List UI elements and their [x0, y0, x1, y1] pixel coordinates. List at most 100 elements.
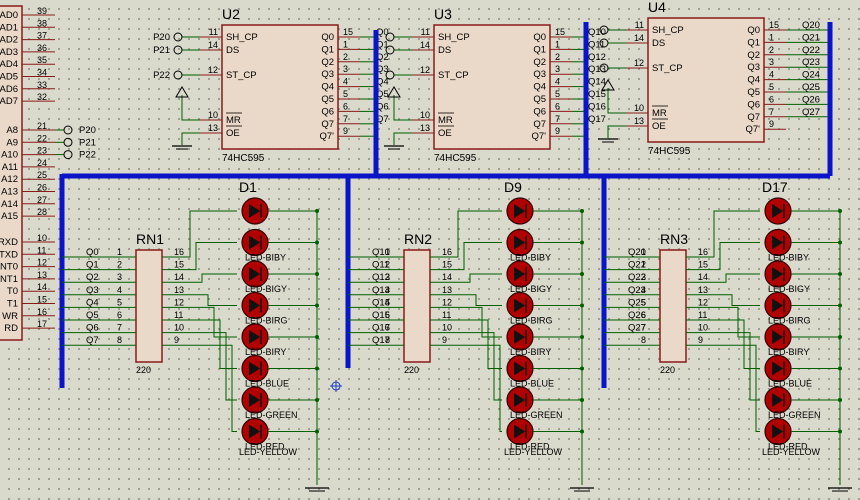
pin-name: Q1: [533, 44, 546, 55]
net-label: P22: [153, 70, 170, 81]
net-label: Q16: [588, 101, 606, 112]
pin-number: 12: [442, 297, 452, 307]
pin-number: 13: [442, 285, 452, 295]
rn-ref: RN2: [404, 231, 432, 247]
pin-number: 6: [343, 101, 348, 111]
wire: [686, 210, 760, 258]
pin-number: 7: [769, 107, 774, 117]
wire: [430, 273, 502, 283]
wire: [430, 332, 502, 401]
pin-name: Q2: [533, 57, 546, 68]
pin-number: 13: [208, 123, 218, 133]
pin-name: Q4: [533, 82, 546, 93]
pin-number: 4: [641, 285, 646, 295]
pin-number: 14: [420, 40, 430, 50]
pin-name: OE: [226, 128, 240, 139]
net-label: Q11: [588, 39, 605, 50]
diode-symbol: [514, 204, 525, 218]
pin-number: 14: [442, 272, 452, 282]
resistor-pack-body: [659, 249, 687, 363]
led-part-label: LED-YELLOW: [239, 447, 298, 457]
mcu-pin-number: 37: [37, 31, 47, 41]
net-label: Q7: [86, 335, 99, 346]
diode-symbol: [514, 235, 525, 250]
pin-name: Q0: [321, 32, 334, 43]
pin-number: 15: [698, 260, 708, 270]
junction-dot: [580, 429, 584, 434]
pin-number: 2: [117, 260, 122, 270]
pin-number: 10: [634, 103, 644, 113]
pin-number: 14: [174, 272, 184, 282]
wire: [393, 95, 412, 121]
chip-body-74hc595: [647, 17, 765, 143]
diode-symbol: [772, 361, 783, 376]
pin-name: MR: [652, 108, 667, 119]
mcu-pin-name: INT1: [0, 274, 18, 285]
pin-name: MR: [438, 115, 453, 126]
pin-name: Q5: [747, 87, 760, 98]
pin-number: 11: [174, 310, 183, 320]
mcu-pin-number: 13: [37, 270, 47, 280]
mcu-pin-name: AD3: [0, 47, 18, 58]
junction-dot: [838, 366, 842, 371]
net-label: Q20: [802, 20, 820, 31]
pin-name: OE: [438, 128, 452, 139]
led-part-label: LED-RED: [245, 442, 285, 452]
pin-number: 11: [442, 310, 451, 320]
diode-symbol: [249, 298, 260, 313]
led-part-label: LED-GREEN: [510, 410, 563, 420]
net-label: Q15: [588, 89, 606, 100]
led-part-label: LED-BIRY: [245, 347, 286, 357]
pin-name: Q7': [532, 131, 547, 142]
power-arrow-symbol: [387, 86, 401, 98]
mcu-pin-name: AD4: [0, 59, 18, 70]
rn-ref: RN3: [660, 231, 688, 247]
net-label: P22: [79, 150, 96, 161]
pin-name: Q5: [533, 94, 546, 105]
chip-ref: U3: [434, 6, 452, 22]
mcu-pin-number: 11: [37, 245, 46, 255]
power-arrow-symbol: [601, 79, 615, 91]
diode-symbol: [249, 235, 260, 250]
mcu-pin-name: AD5: [0, 72, 18, 83]
pin-number: 12: [698, 297, 708, 307]
pin-number: 9: [343, 126, 348, 136]
junction-dot: [315, 303, 319, 308]
wire: [162, 242, 237, 271]
pin-number: 7: [385, 323, 390, 333]
wire: [162, 319, 237, 369]
pin-number: 5: [641, 297, 646, 307]
junction-dot: [315, 398, 319, 402]
junction-dot: [838, 272, 842, 276]
diode-symbol: [772, 204, 783, 218]
pin-number: 7: [117, 323, 122, 333]
pin-name: OE: [652, 121, 666, 132]
mcu-pin-number: 25: [37, 170, 47, 180]
led-ref: D1: [239, 179, 257, 195]
pin-number: 5: [555, 89, 560, 99]
led-part-label: LED-YELLOW: [762, 447, 821, 457]
wire: [162, 294, 237, 306]
pin-number: 2: [641, 260, 646, 270]
wire: [430, 319, 502, 369]
net-label: Q25: [802, 82, 820, 93]
mcu-pin-number: 38: [37, 18, 47, 28]
junction-dot: [315, 429, 319, 434]
led-part-label: LED-BIGY: [768, 284, 810, 294]
wire: [430, 344, 502, 432]
pin-number: 9: [442, 335, 447, 345]
net-label: Q1: [86, 260, 99, 271]
junction-dot: [838, 398, 842, 402]
net-label: Q27: [802, 107, 820, 118]
pin-number: 3: [769, 57, 774, 67]
net-label: Q16: [372, 323, 390, 334]
diode-symbol: [772, 298, 783, 313]
led-part-label: LED-BIRY: [768, 347, 809, 357]
net-label: Q10: [372, 247, 390, 258]
net-label: Q12: [588, 52, 606, 63]
led-part-label: LED-RED: [768, 442, 808, 452]
chip-body-74hc595: [221, 24, 339, 150]
junction-dot: [315, 209, 319, 213]
chip-body-74hc595: [433, 24, 551, 150]
